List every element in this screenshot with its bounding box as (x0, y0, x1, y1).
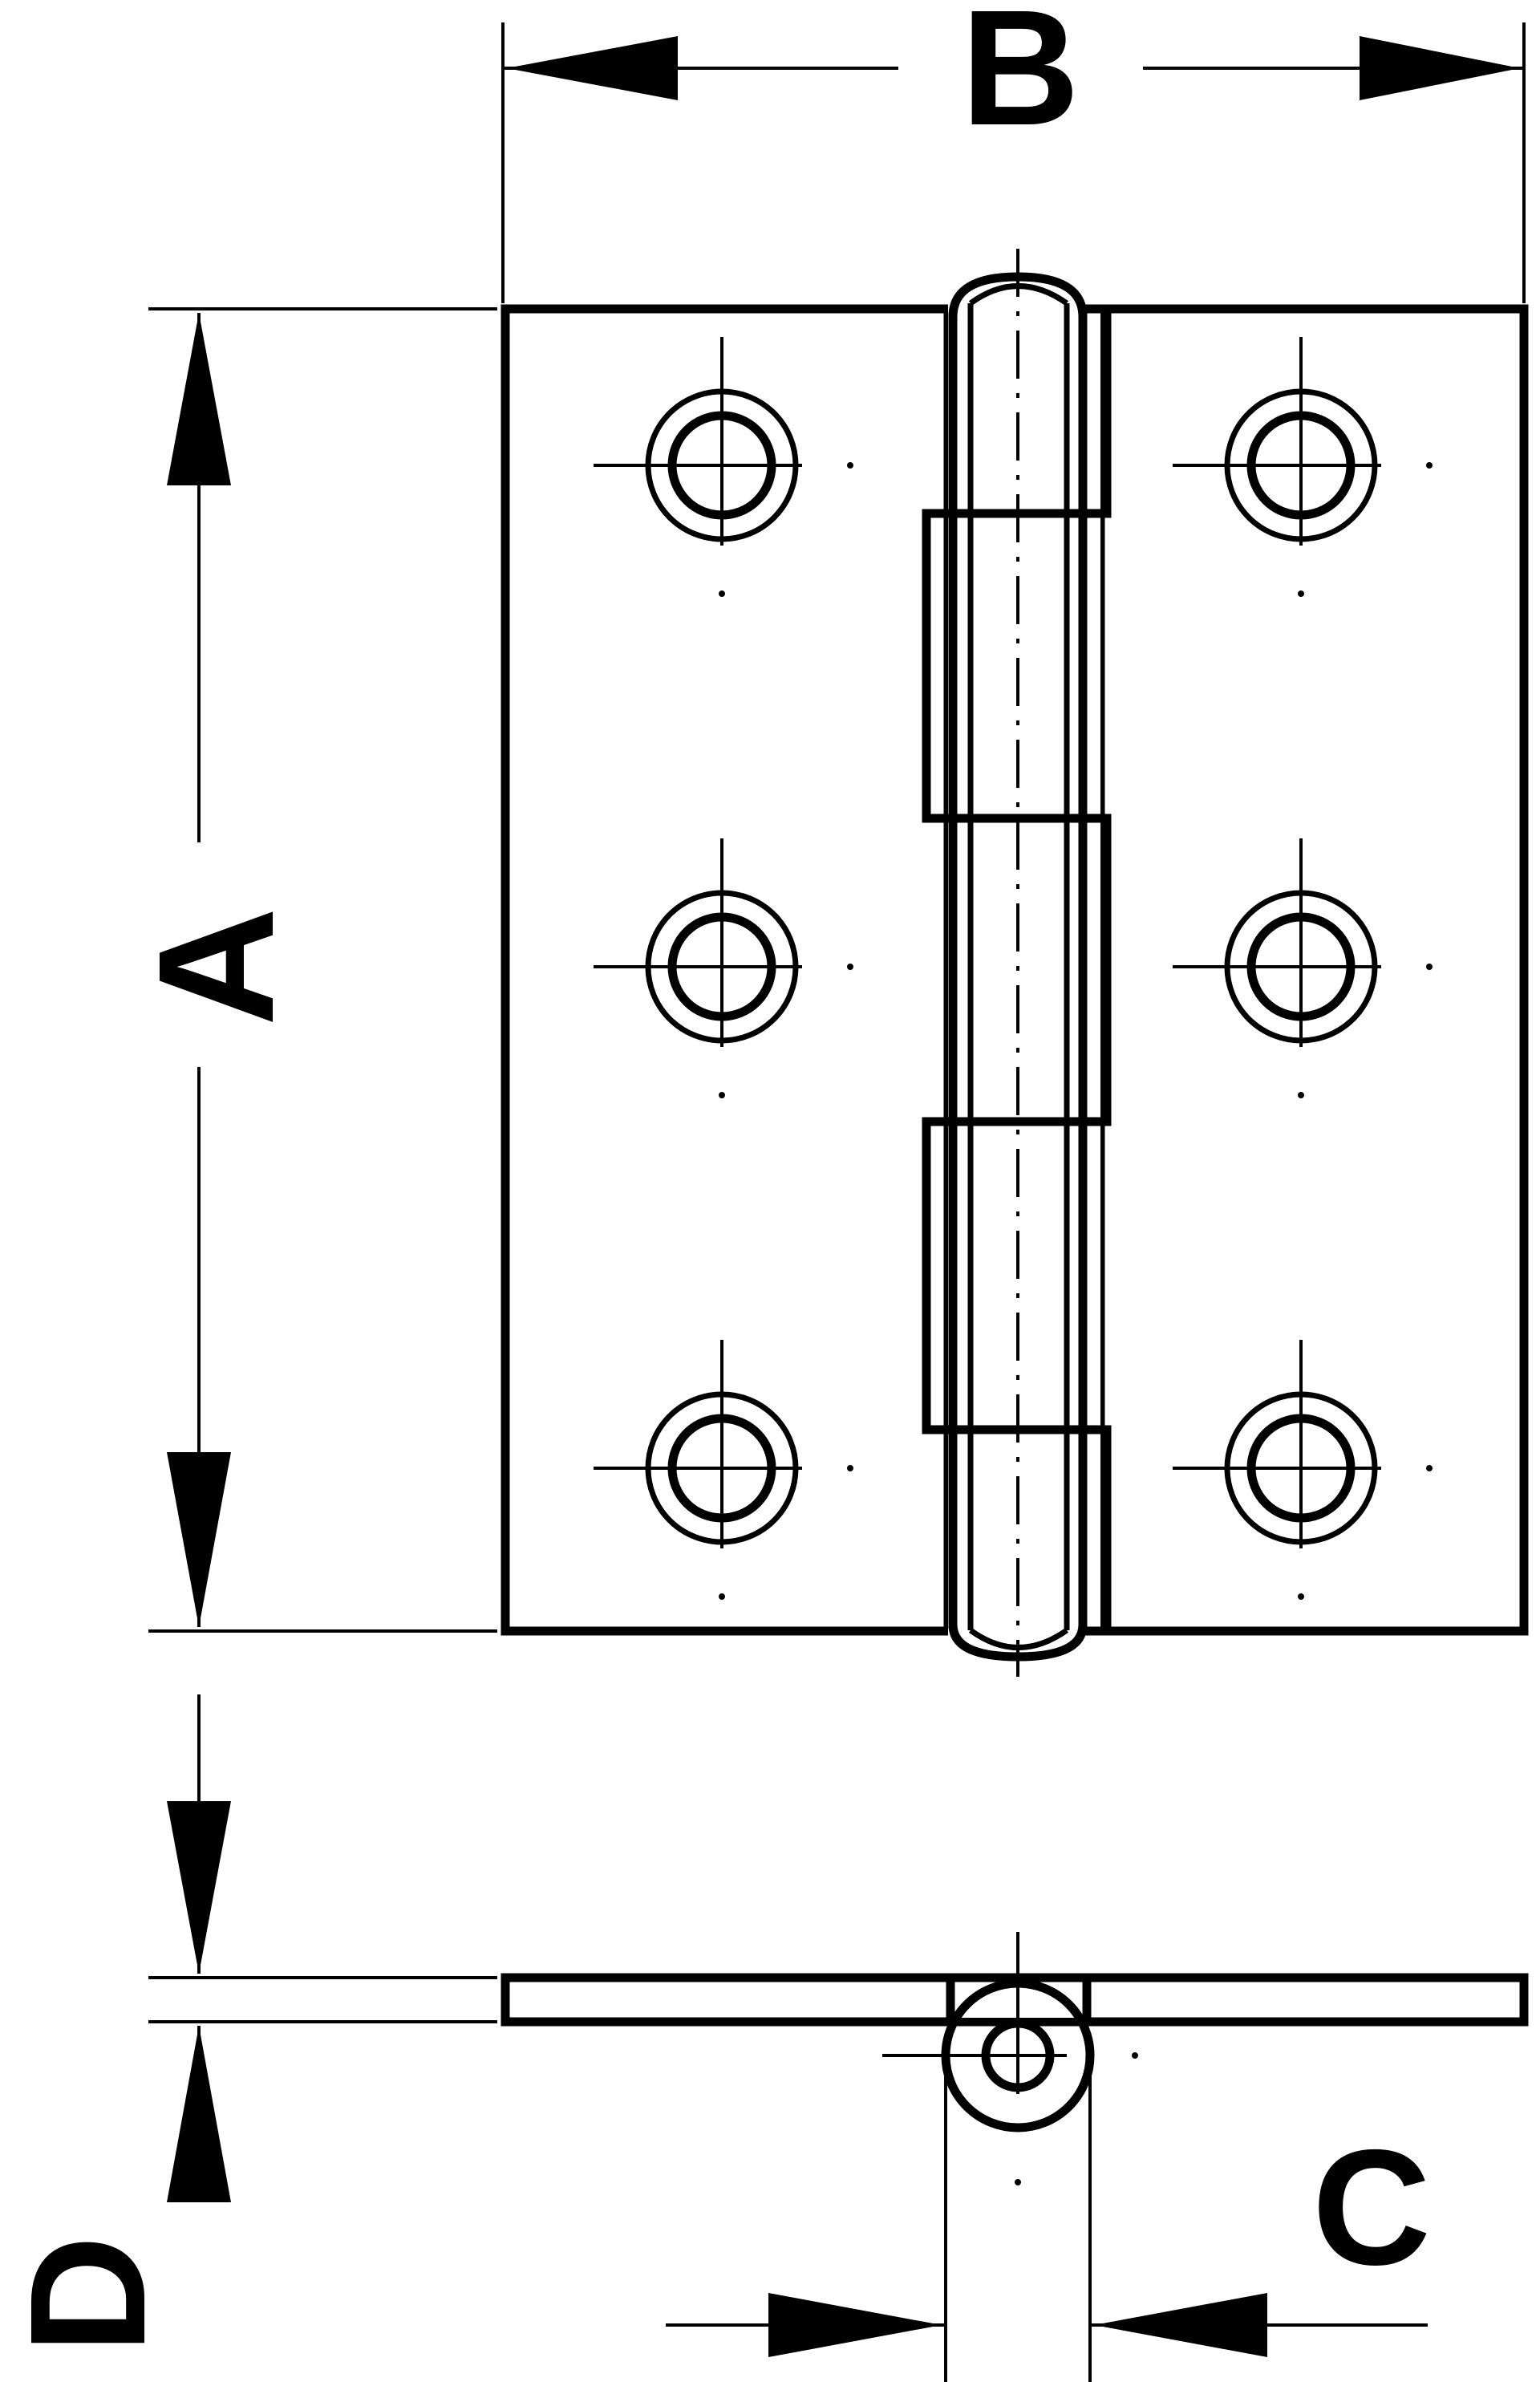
dimension-label-b: B (961, 0, 1080, 160)
dimension-label-d: D (0, 2235, 180, 2354)
dimension-label-a: A (124, 907, 308, 1026)
screw-hole (1173, 1340, 1433, 1600)
hinge-front-view (500, 249, 1529, 1677)
dimension-b: B (501, 0, 1526, 303)
screw-hole (594, 1340, 853, 1600)
dimension-a: A (124, 307, 497, 1633)
b-arrow-left (507, 36, 678, 100)
screw-hole (594, 337, 853, 597)
c-arrow-left (768, 2293, 942, 2357)
right-leaf (1096, 304, 1529, 1636)
dimension-c: C (666, 2054, 1431, 2382)
screw-hole (1173, 838, 1433, 1098)
d-arrow-bottom (167, 2026, 231, 2202)
left-leaf (500, 304, 953, 1636)
d-arrow-top (167, 1801, 231, 1974)
c-arrow-right (1094, 2293, 1267, 2357)
hinge-knuckle (922, 249, 1112, 1677)
a-arrow-top (167, 313, 231, 485)
b-arrow-right (1360, 36, 1520, 100)
screw-hole (1173, 337, 1433, 597)
screw-hole (594, 838, 853, 1098)
a-arrow-bottom (167, 1452, 231, 1627)
dimension-label-c: C (1312, 2116, 1431, 2299)
dimension-d: D (0, 1694, 231, 2354)
